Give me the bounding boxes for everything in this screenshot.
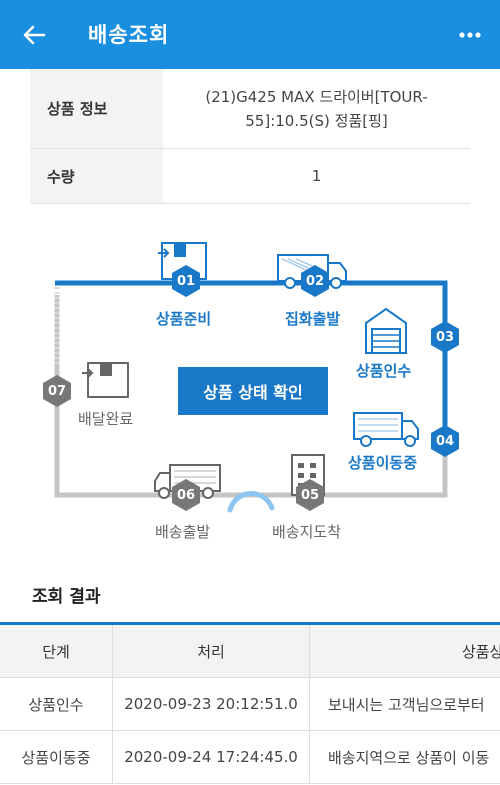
step-badge-07 bbox=[43, 375, 71, 407]
table-row: 상품이동중 2020-09-24 17:24:45.0 배송지역으로 상품이 이… bbox=[0, 731, 500, 784]
step-number: 04 bbox=[435, 434, 455, 449]
quantity-value: 1 bbox=[311, 167, 322, 185]
step-badge-02 bbox=[301, 265, 329, 297]
step-label-out-for-delivery: 배송출발 bbox=[155, 523, 211, 541]
arrow-left-icon bbox=[23, 25, 46, 45]
step-number: 07 bbox=[47, 384, 67, 399]
step-number: 06 bbox=[176, 488, 196, 503]
row-time: 2020-09-23 20:12:51.0 bbox=[113, 678, 310, 730]
box-icon bbox=[82, 362, 129, 398]
row-stage: 상품인수 bbox=[0, 678, 113, 730]
step-number: 03 bbox=[435, 330, 455, 345]
product-info-label: 상품 정보 bbox=[30, 69, 163, 148]
status-check-label: 상품 상태 확인 bbox=[178, 367, 328, 415]
step-label-received: 상품인수 bbox=[356, 362, 412, 380]
app-header: 배송조회 bbox=[0, 0, 500, 69]
step-badge-05 bbox=[296, 479, 324, 511]
row-stage: 상품이동중 bbox=[0, 731, 113, 783]
step-number: 02 bbox=[305, 274, 325, 289]
delivery-status-diagram: 01 02 03 04 05 06 07 상품준비 집화출발 상품인수 상품이동… bbox=[0, 225, 500, 570]
step-number: 01 bbox=[176, 274, 196, 289]
column-header-stage: 단계 bbox=[0, 625, 113, 677]
quantity-row: 수량 1 bbox=[30, 149, 470, 204]
more-button[interactable] bbox=[456, 22, 484, 48]
back-button[interactable] bbox=[18, 20, 50, 50]
more-dots-icon bbox=[459, 32, 481, 38]
step-label-pickup-departed: 집화출발 bbox=[285, 310, 341, 328]
warehouse-icon bbox=[365, 307, 407, 354]
step-badge-03 bbox=[431, 321, 459, 353]
step-label-preparing: 상품준비 bbox=[156, 310, 212, 328]
page-title: 배송조회 bbox=[88, 23, 170, 47]
step-label-arrived-hub: 배송지도착 bbox=[272, 523, 342, 541]
step-badge-06 bbox=[172, 479, 200, 511]
product-info-row: 상품 정보 (21)G425 MAX 드라이버[TOUR-55]:10.5(S)… bbox=[30, 69, 470, 149]
row-detail: 보내시는 고객님으로부터 bbox=[328, 695, 485, 714]
results-title: 조회 결과 bbox=[32, 587, 101, 607]
product-info-table: 상품 정보 (21)G425 MAX 드라이버[TOUR-55]:10.5(S)… bbox=[30, 69, 470, 204]
row-time: 2020-09-24 17:24:45.0 bbox=[113, 731, 310, 783]
step-number: 05 bbox=[300, 488, 320, 503]
column-header-processed: 처리 bbox=[113, 625, 310, 677]
column-header-status: 상품상 bbox=[462, 642, 500, 661]
status-track-graphic bbox=[43, 242, 459, 513]
step-label-in-transit: 상품이동중 bbox=[348, 454, 418, 472]
step-label-delivered: 배달완료 bbox=[78, 410, 134, 428]
table-header-row: 단계 처리 상품상 bbox=[0, 625, 500, 678]
results-table: 단계 처리 상품상 상품인수 2020-09-23 20:12:51.0 보내시… bbox=[0, 622, 500, 785]
quantity-label: 수량 bbox=[30, 149, 163, 203]
row-detail: 배송지역으로 상품이 이동 bbox=[328, 748, 490, 767]
truck-icon bbox=[353, 412, 419, 447]
step-badge-04 bbox=[431, 425, 459, 457]
product-info-value: (21)G425 MAX 드라이버[TOUR-55]:10.5(S) 정품[핑] bbox=[205, 87, 428, 130]
table-row: 상품인수 2020-09-23 20:12:51.0 보내시는 고객님으로부터 bbox=[0, 678, 500, 731]
step-badge-01 bbox=[172, 265, 200, 297]
